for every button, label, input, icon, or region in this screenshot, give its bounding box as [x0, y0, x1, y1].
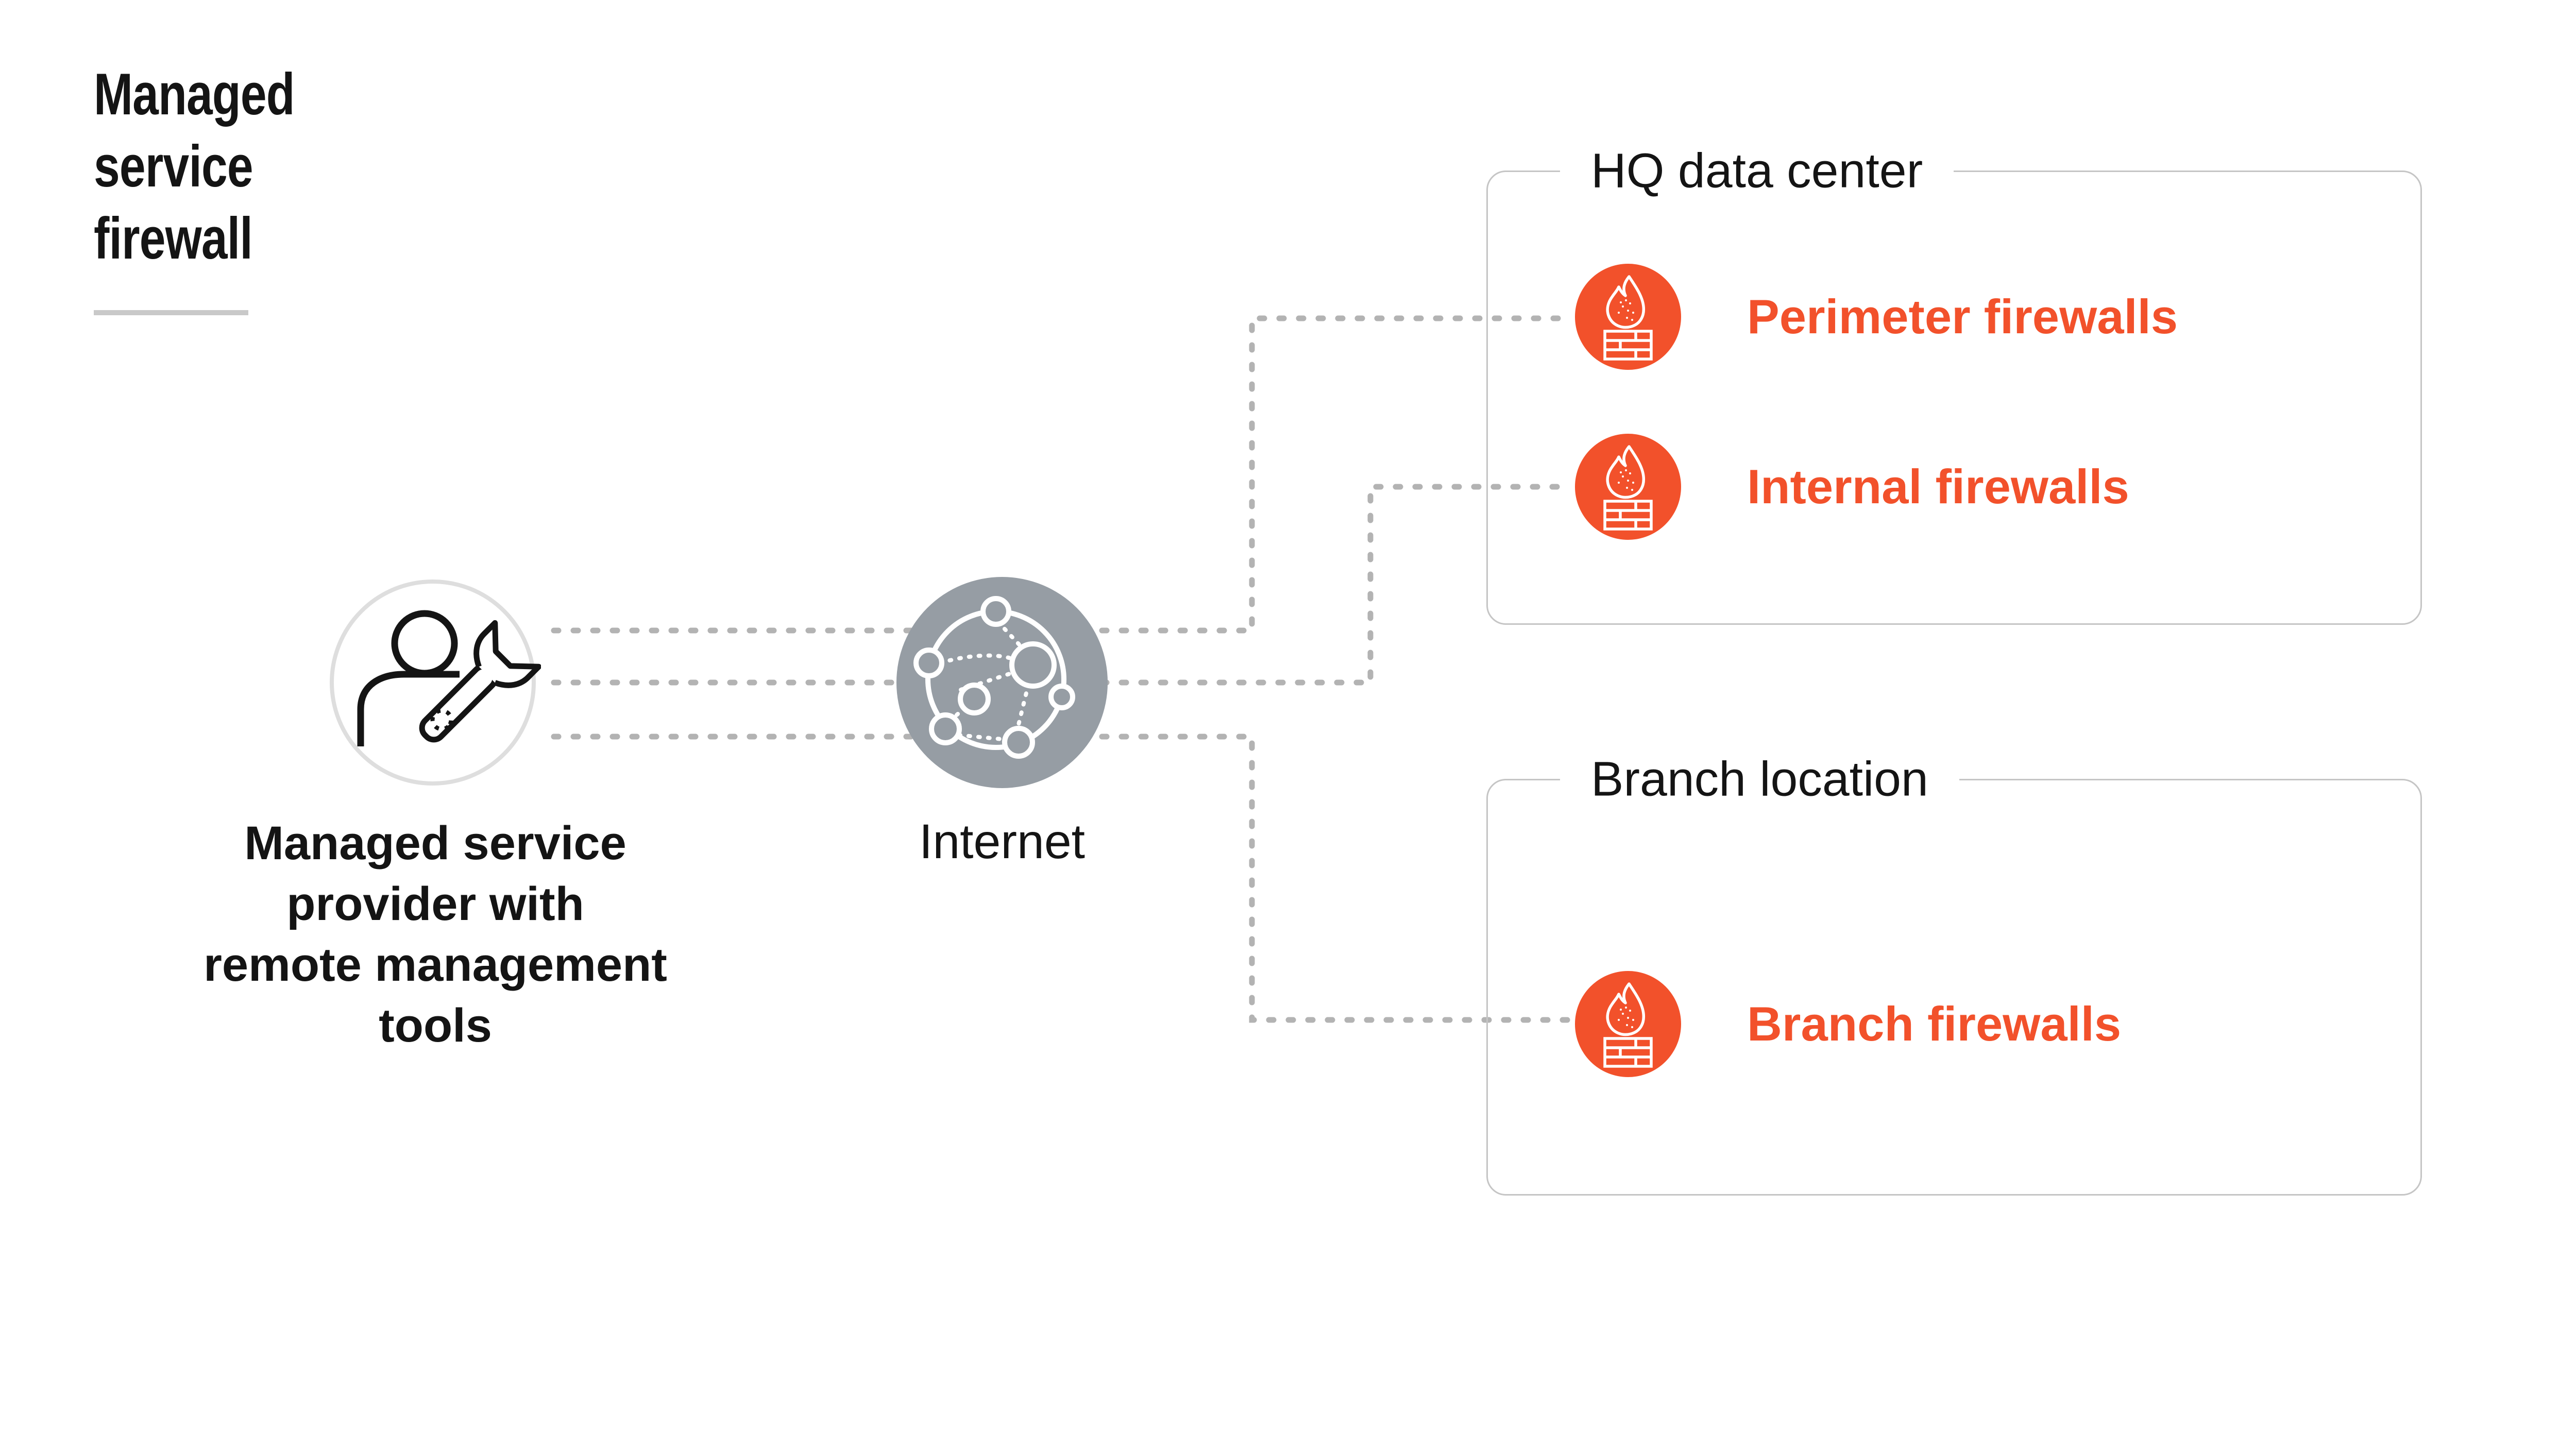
hq-internal-firewalls-item: Internal firewalls: [1575, 434, 2129, 540]
brick-wall-glyph: [1603, 500, 1653, 531]
firewall-icon: [1575, 434, 1681, 540]
network-globe-icon: [896, 577, 1108, 788]
provider-caption-line: remote management: [204, 939, 667, 991]
internet-label: Internet: [919, 814, 1086, 869]
flame-glyph: [1606, 445, 1646, 499]
flame-speckles: [1618, 469, 1634, 491]
title-underline: [94, 310, 248, 315]
flame-speckles: [1618, 1007, 1634, 1028]
branch-firewalls-item: Branch firewalls: [1575, 971, 2121, 1077]
brick-wall-glyph: [1603, 1037, 1653, 1068]
page-title-line: firewall: [94, 206, 253, 271]
page-title-line: service: [94, 134, 253, 199]
brick-wall-glyph: [1603, 330, 1653, 361]
provider-caption-line: tools: [379, 999, 492, 1052]
provider-caption-line: Managed service: [244, 817, 626, 870]
flame-glyph: [1606, 982, 1646, 1036]
provider-caption: Managed service provider with remote man…: [126, 813, 744, 1056]
provider-caption-line: provider with: [286, 878, 584, 930]
flame-glyph: [1606, 275, 1646, 329]
firewall-icon: [1575, 264, 1681, 370]
group-label-branch-location: Branch location: [1560, 751, 1959, 808]
page-title: Managed service firewall: [94, 59, 295, 275]
internal-firewalls-label: Internal firewalls: [1747, 459, 2129, 514]
page-title-line: Managed: [94, 62, 295, 127]
hq-perimeter-firewalls-item: Perimeter firewalls: [1575, 264, 2178, 370]
group-box-branch-location: Branch location: [1486, 751, 2422, 1196]
person-wrench-icon: [330, 579, 541, 786]
branch-firewalls-label: Branch firewalls: [1747, 997, 2122, 1051]
group-box-hq-data-center: HQ data center: [1486, 143, 2422, 625]
perimeter-firewalls-label: Perimeter firewalls: [1747, 289, 2178, 344]
group-label-hq-data-center: HQ data center: [1560, 143, 1954, 199]
firewall-icon: [1575, 971, 1681, 1077]
flame-speckles: [1618, 299, 1634, 321]
